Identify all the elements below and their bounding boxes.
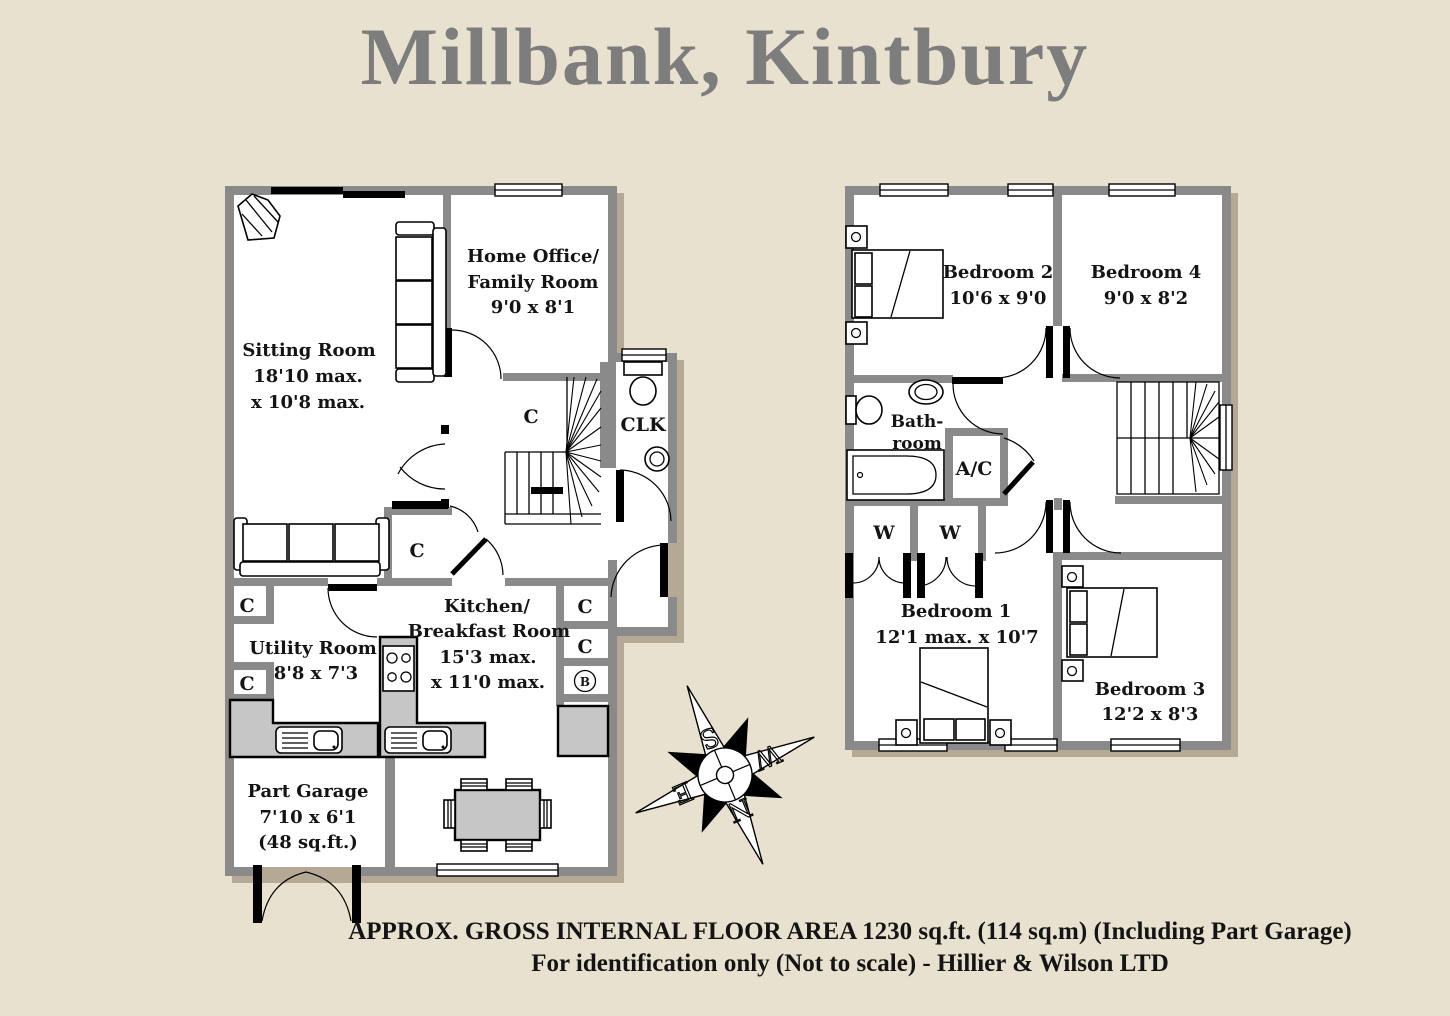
airing-cupboard-floor [953,436,1000,498]
home-office-label1: Home Office/ [467,246,599,267]
bedroom3-furniture [1061,565,1158,682]
ground-floor-windows [436,183,667,877]
first-floor-labels: Bedroom 2 10'6 x 9'0 Bedroom 4 9'0 x 8'2… [872,262,1205,725]
bedroom3-label: Bedroom 3 [1095,679,1206,700]
cloakroom-label: CLK [621,414,667,436]
sitting-room-label: Sitting Room [242,340,375,361]
utility-room-dims: 8'8 x 7'3 [274,663,358,684]
bedroom3-dims: 12'2 x 8'3 [1102,704,1199,725]
footer-line2: For identification only (Not to scale) -… [531,950,1169,977]
utility-room-label: Utility Room [249,638,377,659]
bedroom4-dims: 9'0 x 8'2 [1104,288,1188,309]
bedroom2-furniture [845,225,944,345]
bedroom2-dims: 10'6 x 9'0 [950,288,1047,309]
kitchen-dim2: x 11'0 max. [431,672,545,693]
kitchen-dim1: 15'3 max. [439,647,536,668]
boiler-label: B [580,675,590,689]
compass-south-label: S [695,720,723,755]
first-floor-door-leaves [845,326,1070,598]
ground-floor-walls [225,186,677,876]
footer-note: APPROX. GROSS INTERNAL FLOOR AREA 1230 s… [250,916,1450,980]
ground-floor-plan: Sitting Room 18'10 max. x 10'8 max. Home… [225,183,684,923]
ground-floor-labels: Sitting Room 18'10 max. x 10'8 max. Home… [239,246,667,853]
garage-area: (48 sq.ft.) [258,832,358,853]
cloakroom-fixtures [623,361,670,472]
bedroom1-label: Bedroom 1 [901,601,1012,622]
staircase-ground [504,376,602,525]
kitchen-closet1-label: C [577,596,592,618]
bedroom1-dims: 12'1 max. x 10'7 [875,627,1038,648]
ground-floor-door-leaves [253,187,668,923]
sitting-room-dim2: x 10'8 max. [251,392,365,413]
bathroom-label1: Bath- [891,412,944,432]
page-title: Millbank, Kintbury [360,11,1090,102]
first-floor-plan: Bedroom 2 10'6 x 9'0 Bedroom 4 9'0 x 8'2… [845,183,1238,757]
bedroom2-label: Bedroom 2 [943,262,1054,283]
kitchen-label2: Breakfast Room [408,621,570,642]
staircase-first [1116,381,1220,495]
airing-cupboard-label: A/C [955,458,993,480]
bathroom-label2: room [892,434,942,454]
kitchen-label1: Kitchen/ [444,596,530,617]
hall-closet-label: C [409,540,424,562]
wardrobe-left-label: W [872,522,895,544]
wardrobe-right-label: W [938,522,961,544]
home-office-label2: Family Room [468,272,599,293]
stairs-closet-label: C [523,406,538,428]
kitchen-utility-fixtures [228,635,610,852]
ground-floor-door-arcs [261,329,672,922]
home-office-dims: 9'0 x 8'1 [491,297,575,318]
utility-closet-top-label: C [239,595,254,617]
utility-closet-bottom-label: C [239,673,254,695]
garage-label: Part Garage [248,781,369,802]
garage-dims: 7'10 x 6'1 [260,807,357,828]
footer-line1: APPROX. GROSS INTERNAL FLOOR AREA 1230 s… [348,918,1352,945]
kitchen-closet2-label: C [577,636,592,658]
bedroom1-furniture [895,647,1012,746]
sitting-room-furniture [233,193,447,577]
compass-rose-icon: N S E W [635,685,815,865]
bathroom-fixtures [845,379,945,501]
first-floor-door-arcs [852,327,1122,587]
bedroom4-label: Bedroom 4 [1091,262,1202,283]
compass-black-points [667,717,783,833]
sitting-room-dim1: 18'10 max. [253,366,363,387]
